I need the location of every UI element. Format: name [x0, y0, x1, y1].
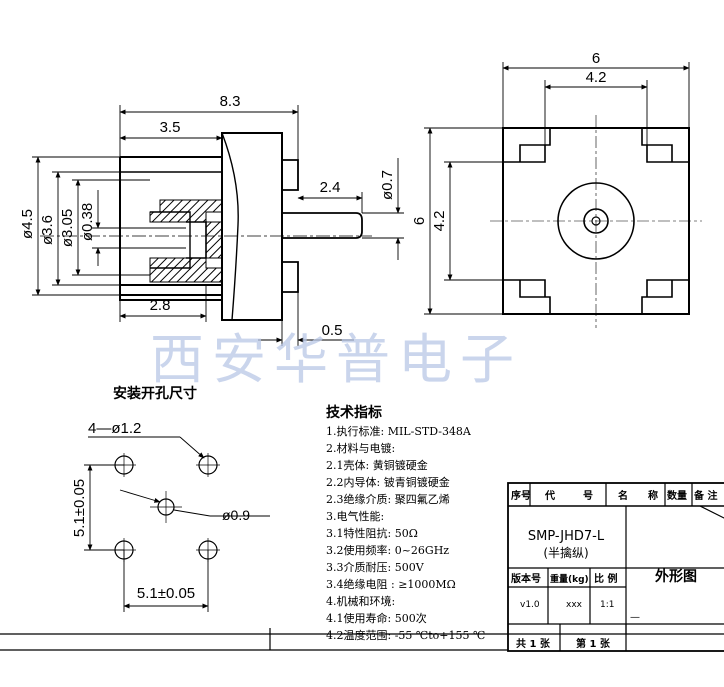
pad-bottom-right — [641, 279, 689, 314]
tb-header-name1: 名 — [618, 489, 628, 502]
tb-scale-header: 比 例 — [594, 572, 617, 585]
spec-line: 2.1壳体: 黄铜镀硬金 — [326, 458, 428, 472]
part-note: (半擒纵) — [543, 545, 588, 560]
dim-pin-dia: ø0.7 — [379, 170, 396, 200]
spec-line: 3.2使用频率: 0~26GHz — [326, 543, 449, 557]
sheet-no: 第 1 张 — [576, 637, 611, 650]
tb-header-qty: 数量 — [667, 489, 687, 502]
tb-version-header: 版本号 — [511, 572, 541, 585]
tb-weight-value: xxx — [566, 600, 583, 610]
tb-weight-header: 重量(kg) — [550, 573, 589, 585]
watermark: 西安华普电子 — [150, 328, 522, 391]
title-block — [0, 482, 724, 652]
side-view-dim-labels: 8.3 3.5 2.4 ø0.7 ø4.5 ø3.6 ø3.05 ø0.38 2… — [19, 93, 396, 339]
dimension-lines — [32, 105, 404, 346]
end-view-dim-labels: 6 4.2 6 4.2 — [411, 50, 606, 231]
dim-overall-length: 8.3 — [220, 93, 241, 110]
spec-line: 2.3绝缘介质: 聚四氟乙烯 — [326, 492, 450, 506]
spec-line: 3.1特性阻抗: 50Ω — [326, 526, 418, 540]
dim-pad-pitch-h: 4.2 — [586, 69, 607, 86]
pad-top-right — [641, 128, 689, 163]
center-pin — [282, 212, 363, 239]
spec-line: 2.材料与电镀: — [326, 441, 395, 455]
spec-line: 3.电气性能: — [326, 509, 384, 523]
center-hole-label: ø0.9 — [222, 507, 250, 523]
pitch-h-label: 5.1±0.05 — [137, 585, 195, 602]
dim-bore-dia: ø3.05 — [59, 209, 76, 247]
spec-line: 2.2内导体: 铍青铜镀硬金 — [326, 475, 450, 489]
socket-contact — [186, 221, 207, 259]
dim-pin-length: 2.4 — [320, 179, 341, 196]
tb-header-no: 序号 — [511, 489, 531, 502]
tb-dash: — — [630, 612, 640, 623]
spec-line: 3.3介质耐压: 500V — [326, 561, 425, 574]
hole-crosshairs — [112, 453, 220, 562]
tb-header-name2: 称 — [648, 489, 658, 502]
part-number: SMP-JHD7-L — [528, 529, 605, 544]
dim-body-length: 3.5 — [160, 119, 181, 136]
base-flange — [119, 284, 223, 301]
side-view — [32, 105, 404, 346]
spec-line: 4.2温度范围: -55 ℃to+155 ℃ — [326, 628, 485, 642]
mount-block-top — [282, 159, 299, 191]
dim-body-dia: ø3.6 — [39, 215, 56, 245]
pad-top-left — [503, 128, 551, 163]
insulator-crosshatch — [205, 221, 223, 259]
tb-version-value: v1.0 — [520, 600, 540, 610]
dim-standoff: 0.5 — [322, 322, 343, 339]
housing-curve — [221, 132, 239, 321]
holes-label: 4—ø1.2 — [88, 420, 141, 437]
dim-flange-dia: ø4.5 — [19, 209, 36, 239]
dim-pad-pitch-v: 4.2 — [431, 211, 448, 232]
footprint-drawing — [84, 436, 270, 612]
dim-height: 6 — [411, 217, 428, 225]
spec-line: 4.1使用寿命: 500次 — [326, 611, 427, 625]
footprint-labels: 4—ø1.2 ø0.9 5.1±0.05 5.1±0.05 — [71, 420, 250, 602]
title-block-text: 序号 代 号 名 称 数量 备 注 SMP-JHD7-L (半擒纵) 外形图 版… — [511, 489, 717, 650]
pad-bottom-left — [503, 279, 551, 314]
drawing-name: 外形图 — [655, 568, 697, 585]
dim-width: 6 — [592, 50, 600, 67]
end-view — [424, 62, 702, 328]
end-dimension-lines — [424, 62, 690, 315]
spec-line: 4.机械和环境: — [326, 594, 395, 608]
hatch-lower — [149, 257, 223, 283]
sheet-total: 共 1 张 — [516, 637, 551, 650]
tb-header-note: 备 注 — [693, 489, 717, 502]
tb-header-code1: 代 — [544, 489, 555, 502]
tb-header-code2: 号 — [583, 490, 593, 502]
dim-base-length: 2.8 — [150, 297, 171, 314]
hatch-upper — [149, 199, 223, 223]
specs-list: 1.执行标准: MIL-STD-348A 2.材料与电镀: 2.1壳体: 黄铜镀… — [326, 424, 485, 642]
spec-line: 3.4绝缘电阻 : ≥1000MΩ — [326, 577, 456, 591]
pitch-v-label: 5.1±0.05 — [71, 479, 88, 537]
dim-center-pin-dia: ø0.38 — [79, 203, 96, 241]
mount-block-bottom — [282, 261, 299, 293]
specs-title: 技术指标 — [326, 404, 382, 421]
footprint-title: 安装开孔尺寸 — [113, 385, 197, 402]
footprint-leaders — [84, 436, 270, 612]
tb-scale-value: 1:1 — [600, 600, 614, 610]
spec-line: 1.执行标准: MIL-STD-348A — [326, 424, 472, 438]
